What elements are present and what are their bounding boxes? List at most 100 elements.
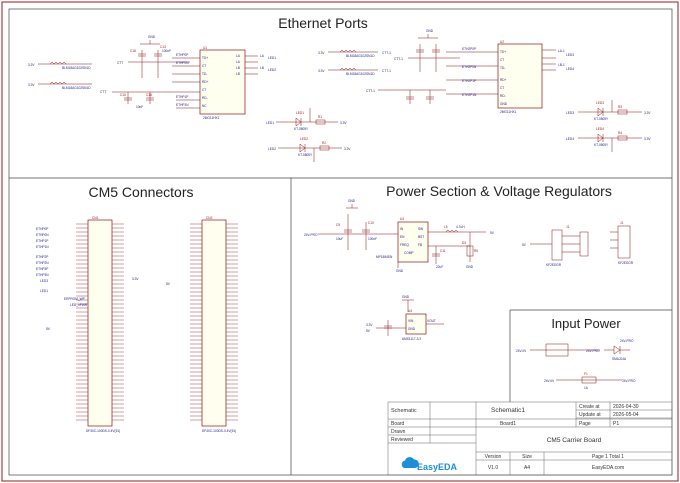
- svg-text:LA: LA: [236, 60, 241, 64]
- svg-text:LED2: LED2: [300, 137, 308, 141]
- buck-regulator-labels: U3 MP1584EN 24V-PRO 5V IN EN FREQ SW BST…: [304, 199, 495, 273]
- input-section-title: Input Power: [551, 316, 621, 331]
- jack-u1-right-pin-labels: LA LA LB LB: [236, 54, 241, 76]
- svg-text:IN: IN: [400, 227, 404, 231]
- cm5-section-title: CM5 Connectors: [88, 184, 193, 200]
- svg-text:D3: D3: [462, 241, 466, 245]
- svg-text:LED_nPWR: LED_nPWR: [70, 303, 88, 307]
- eth1-led-circuits: [276, 108, 342, 162]
- svg-text:ETH2P0N: ETH2P0N: [462, 65, 477, 69]
- svg-text:GND: GND: [402, 295, 410, 299]
- tb-reviewed-label: Reviewed: [391, 437, 413, 443]
- ldo-labels: U4 AMS1117-3.3 VIN GND VOUT 3.3V 5V GND: [366, 295, 436, 341]
- ethernet-port-1: [38, 40, 200, 109]
- svg-text:24V-PRO: 24V-PRO: [622, 379, 636, 383]
- tb-update-label: Update at: [579, 412, 601, 418]
- cn2-part: DF40C-100DS-0.4V(51): [202, 429, 236, 433]
- eth2-net-labels: 3.3V 3.3V CTT-1 CTT-1 BLM18AG102SN1D BLM…: [318, 29, 574, 97]
- svg-text:3.3V: 3.3V: [340, 121, 347, 125]
- ethernet-section-title: Ethernet Ports: [278, 15, 368, 31]
- tb-board-value: Board1: [500, 421, 516, 427]
- svg-text:BST: BST: [418, 235, 424, 239]
- input-power-circuit: [530, 343, 630, 384]
- svg-text:VOUT: VOUT: [427, 319, 436, 323]
- svg-text:R2: R2: [322, 141, 326, 145]
- eth2-led-circuits: [578, 100, 642, 152]
- svg-text:ETHP0P: ETHP0P: [176, 53, 188, 57]
- svg-text:ETH2P1N: ETH2P1N: [462, 93, 477, 97]
- inner-frame: [8, 8, 673, 476]
- svg-text:5V: 5V: [490, 231, 495, 235]
- ldo-circuit: [376, 299, 444, 336]
- svg-text:CTT-1: CTT-1: [394, 57, 403, 61]
- svg-text:KF2EDGR: KF2EDGR: [618, 261, 634, 265]
- logo-text: EasyEDA: [417, 462, 458, 472]
- svg-text:COMP: COMP: [404, 251, 414, 255]
- svg-text:GND: GND: [148, 35, 156, 39]
- svg-text:ETHP0N: ETHP0N: [36, 233, 49, 237]
- svg-text:KT-0805Y: KT-0805Y: [594, 143, 609, 147]
- svg-text:SW: SW: [418, 227, 423, 231]
- tb-project-title: CM5 Carrier Board: [547, 437, 602, 444]
- svg-text:3.3V: 3.3V: [318, 69, 325, 73]
- svg-text:EEPROM_WP: EEPROM_WP: [64, 297, 85, 301]
- tb-size-label: Size: [522, 454, 532, 460]
- svg-text:TD+: TD+: [202, 56, 208, 60]
- svg-text:100nF: 100nF: [162, 49, 171, 53]
- svg-text:24V-IN: 24V-IN: [544, 379, 554, 383]
- svg-text:C18: C18: [130, 49, 136, 53]
- svg-text:ETHP1P: ETHP1P: [36, 239, 48, 243]
- svg-text:LED1: LED1: [268, 56, 276, 60]
- svg-text:CTT-1: CTT-1: [382, 51, 391, 55]
- svg-text:TD-: TD-: [500, 66, 505, 70]
- eth2-led-labels: LED3 KT-0805Y R3 LED3 3.3V LED4 KT-0805Y…: [566, 101, 651, 147]
- svg-text:CTT: CTT: [117, 61, 123, 65]
- tb-board-label: Board: [391, 421, 405, 427]
- tb-size-value: A4: [524, 465, 530, 471]
- ldo-u4: [405, 313, 427, 335]
- svg-text:LED3: LED3: [566, 111, 574, 115]
- svg-text:ETHP3N: ETHP3N: [36, 273, 49, 277]
- eth1-led-labels: LED1 KT-0805Y R1 LED1 3.3V LED2 KT-0805Y…: [266, 111, 351, 157]
- svg-text:U3: U3: [400, 217, 404, 221]
- ethernet-port-2: [328, 34, 498, 104]
- tb-create-label: Create at: [579, 404, 600, 410]
- svg-text:KT-0805Y: KT-0805Y: [594, 117, 609, 121]
- svg-text:ETHP1N: ETHP1N: [36, 245, 49, 249]
- title-block-text: Schematic Schematic1 Create at 2026-04-3…: [391, 404, 639, 471]
- svg-text:ETHP2N: ETHP2N: [36, 261, 49, 265]
- svg-text:ETH2P0P: ETH2P0P: [462, 47, 476, 51]
- svg-text:TD+: TD+: [500, 50, 506, 54]
- svg-text:KT-0805Y: KT-0805Y: [294, 127, 309, 131]
- svg-text:AMS1117-3.3: AMS1117-3.3: [402, 337, 421, 341]
- svg-text:RD+: RD+: [500, 78, 507, 82]
- svg-text:LED1: LED1: [40, 289, 48, 293]
- svg-text:3.3V: 3.3V: [644, 111, 651, 115]
- svg-text:LED2: LED2: [268, 147, 276, 151]
- svg-text:CTT: CTT: [100, 90, 106, 94]
- input-power-labels: 24V-IN 24V-PRO 24V-PRO SMAJ24A 24V-IN 24…: [516, 339, 636, 390]
- svg-text:CT: CT: [202, 64, 206, 68]
- svg-text:5V: 5V: [522, 243, 527, 247]
- svg-text:LB: LB: [236, 66, 240, 70]
- svg-text:KF2EDGR: KF2EDGR: [546, 263, 562, 267]
- svg-text:CT: CT: [500, 58, 504, 62]
- svg-text:LED1: LED1: [296, 111, 304, 115]
- svg-text:100nF: 100nF: [368, 237, 377, 241]
- svg-text:BLM18AG102SN1D: BLM18AG102SN1D: [346, 54, 375, 58]
- output-connector-circuit: [530, 225, 631, 261]
- svg-text:LED3: LED3: [566, 53, 574, 57]
- svg-text:R3: R3: [618, 105, 622, 109]
- svg-text:ETHP3P: ETHP3P: [36, 267, 48, 271]
- svg-text:R5: R5: [474, 249, 478, 253]
- svg-text:3.3V: 3.3V: [344, 147, 351, 151]
- svg-text:24V-PRO: 24V-PRO: [586, 349, 600, 353]
- svg-text:KT-0805Y: KT-0805Y: [298, 153, 313, 157]
- svg-text:22uF: 22uF: [436, 265, 443, 269]
- svg-text:5V: 5V: [46, 327, 51, 331]
- svg-text:LA-1: LA-1: [558, 49, 565, 53]
- svg-text:CTT-1: CTT-1: [382, 69, 391, 73]
- cn1-ref: CN1: [92, 216, 99, 220]
- svg-text:J1: J1: [566, 225, 570, 229]
